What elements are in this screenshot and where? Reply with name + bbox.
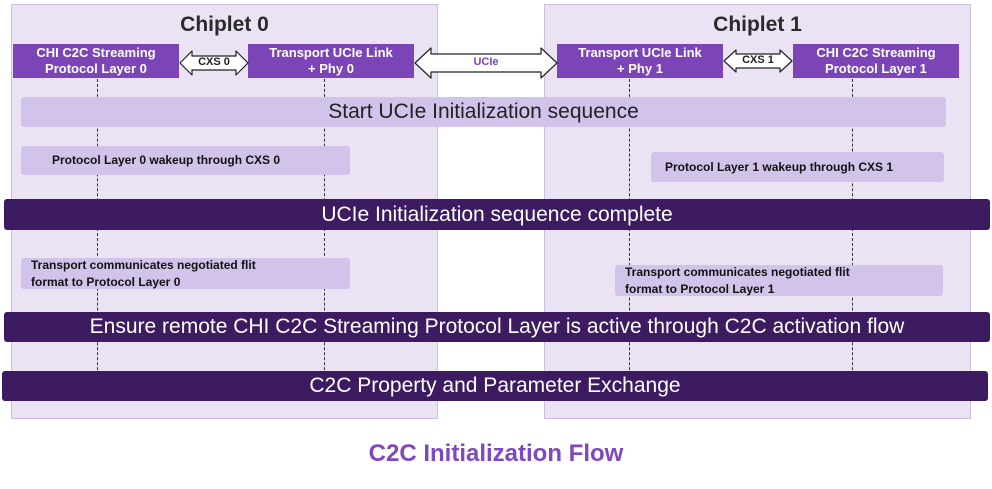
lifeline-trans1 bbox=[629, 79, 630, 395]
ucie-arrow-icon bbox=[414, 47, 558, 79]
step-c2c-property-exchange: C2C Property and Parameter Exchange bbox=[2, 371, 988, 401]
ucie-label: UCIe bbox=[473, 56, 499, 68]
lifeline-trans0 bbox=[324, 79, 325, 395]
step-protocol-layer-0-wakeup: Protocol Layer 0 wakeup through CXS 0 bbox=[21, 146, 350, 175]
cxs1-label: CXS 1 bbox=[742, 54, 774, 66]
step-flit-format-protocol-layer-0: Transport communicates negotiated flit f… bbox=[21, 258, 350, 289]
transport-ucie-link-phy-1-block: Transport UCIe Link + Phy 1 bbox=[557, 44, 723, 78]
chiplet-0-title: Chiplet 0 bbox=[180, 13, 269, 36]
cxs0-arrow-icon bbox=[179, 50, 249, 76]
step-ucie-init-complete: UCIe Initialization sequence complete bbox=[4, 199, 990, 230]
cxs1-arrow-icon bbox=[723, 49, 793, 73]
cxs0-label: CXS 0 bbox=[198, 56, 230, 68]
chiplet-1-title: Chiplet 1 bbox=[713, 13, 802, 36]
step-protocol-layer-1-wakeup: Protocol Layer 1 wakeup through CXS 1 bbox=[651, 152, 944, 182]
step-flit-format-protocol-layer-1: Transport communicates negotiated flit f… bbox=[615, 265, 943, 296]
transport-ucie-link-phy-0-block: Transport UCIe Link + Phy 0 bbox=[248, 44, 414, 78]
connection-arrows bbox=[179, 47, 793, 79]
step-ensure-remote-active: Ensure remote CHI C2C Streaming Protocol… bbox=[4, 312, 990, 342]
step-start-ucie-init: Start UCIe Initialization sequence bbox=[21, 97, 946, 127]
diagram-caption: C2C Initialization Flow bbox=[368, 440, 624, 467]
lifeline-chi0 bbox=[97, 79, 98, 395]
lifeline-chi1 bbox=[852, 79, 853, 395]
chi-c2c-protocol-layer-1-block: CHI C2C Streaming Protocol Layer 1 bbox=[793, 44, 959, 78]
chi-c2c-protocol-layer-0-block: CHI C2C Streaming Protocol Layer 0 bbox=[13, 44, 179, 78]
